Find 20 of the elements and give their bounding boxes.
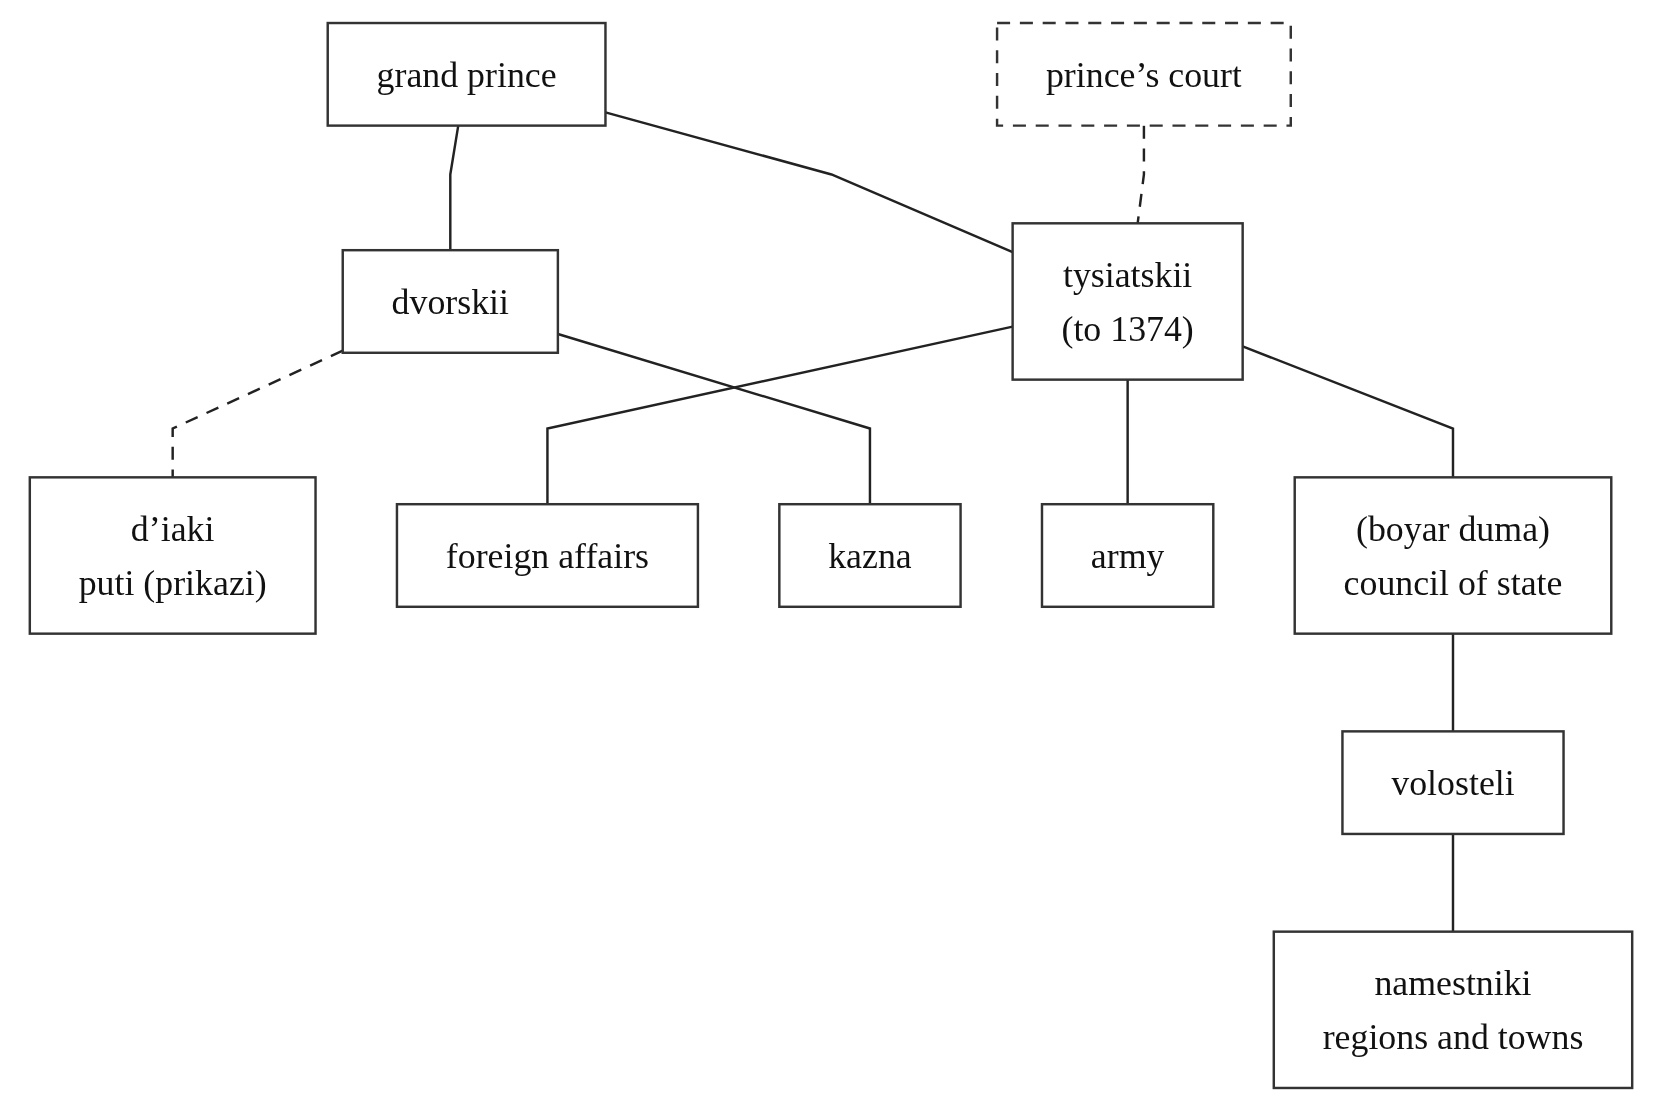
node-box: army [1040, 503, 1215, 608]
connector [1126, 379, 1129, 505]
connector [1451, 833, 1455, 932]
node-box: prince’s court [995, 21, 1292, 127]
node-box: d’iaki puti (prikazi) [28, 476, 317, 635]
node-box: kazna [778, 503, 962, 608]
node-box: foreign affairs [395, 503, 700, 608]
connector [1451, 633, 1455, 732]
connector [546, 325, 1013, 505]
connector [1136, 125, 1146, 224]
node-box: namestniki regions and towns [1272, 930, 1634, 1090]
node-box: dvorskii [341, 248, 560, 354]
node-box: grand prince [326, 21, 607, 127]
connector [1242, 345, 1455, 478]
node-box: (boyar duma) council of state [1293, 476, 1613, 635]
connector [449, 125, 460, 251]
node-box: volosteli [1341, 730, 1565, 836]
connector [171, 349, 344, 478]
node-box: tysiatskii (to 1374) [1011, 222, 1244, 381]
connector [557, 332, 872, 505]
